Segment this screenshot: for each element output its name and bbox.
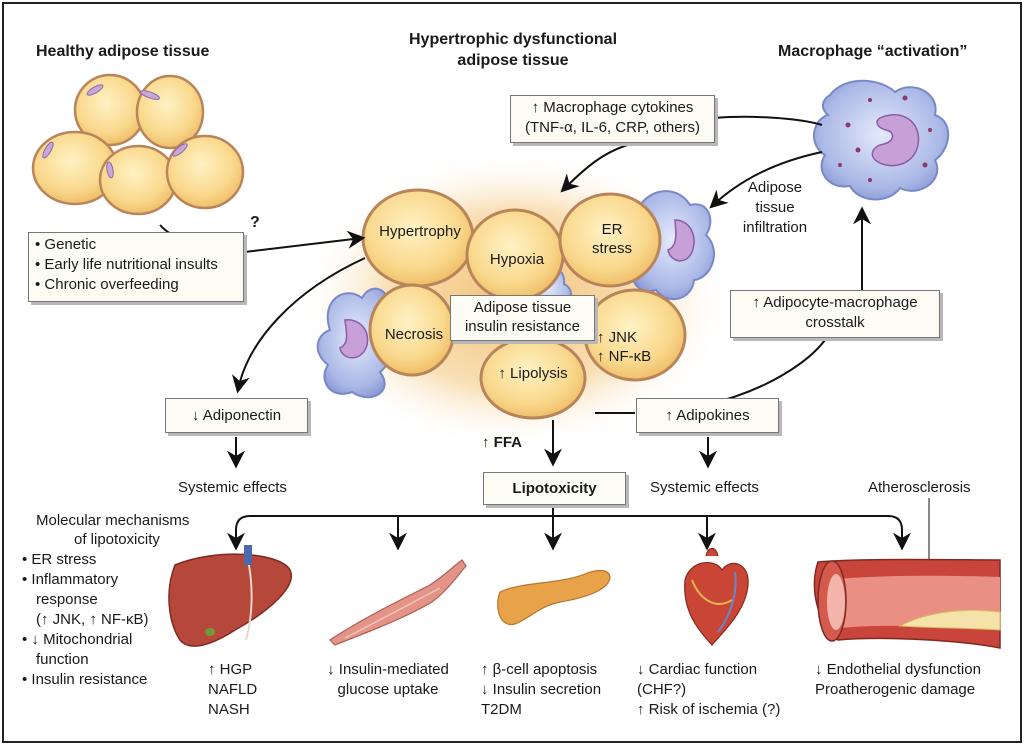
outcome-vessel: ↓ Endothelial dysfunction Proatherogenic… [815,661,981,698]
pancreas-illustration [497,569,611,626]
insulin-resistance-box: Adipose tissue insulin resistance [450,295,595,341]
systemic-effects-left: Systemic effects [178,479,287,496]
question-mark: ? [250,214,260,231]
mechanism-item: • Inflammatory [22,571,119,588]
outcome-muscle: ↓ Insulin-mediated glucose uptake [327,661,449,698]
lipotoxicity-box: Lipotoxicity [483,472,626,505]
mechanism-item: response [36,591,98,608]
cytokines-to-cells-arrow [560,142,636,193]
cell-label-lipolysis: ↑ Lipolysis [498,365,568,382]
cytokines-box: ↑ Macrophage cytokines (TNF-α, IL-6, CRP… [510,95,715,143]
infiltration-arrow [709,151,823,209]
outcome-pancreas: ↑ β-cell apoptosis ↓ Insulin secretion T… [481,661,602,718]
muscle-illustration [329,559,467,646]
header-hypertrophic: Hypertrophic dysfunctional adipose tissu… [408,31,618,69]
cell-label-hypertrophy: Hypertrophy [379,223,461,240]
cell-label-er-stress: ER stress [591,221,632,257]
mechanism-item: function [36,651,89,668]
causes-box: • Genetic • Early life nutritional insul… [28,232,244,302]
adiponectin-box: ↓ Adiponectin [165,398,308,433]
lipotoxicity-branch-line [235,515,903,545]
vessel-illustration [813,558,1001,649]
outcome-heart: ↓ Cardiac function (CHF?) ↑ Risk of isch… [637,661,781,718]
header-healthy: Healthy adipose tissue [36,43,210,60]
to-adiponectin-arrow [232,257,366,394]
cell-label-jnk: ↑ JNK ↑ NF-κB [597,329,652,365]
activated-macrophage [813,79,950,201]
causes-to-hypertrophy-arrow [244,230,366,253]
crosstalk-box: ↑ Adipocyte-macrophage crosstalk [730,290,940,338]
heart-illustration [684,547,749,646]
atherosclerosis-label: Atherosclerosis [868,479,971,496]
ffa-label: ↑ FFA [482,434,523,451]
crosstalk-from-adipokines-line [704,339,826,406]
infiltration-label: Adipose tissue infiltration [742,179,808,236]
adipokines-box: ↑ Adipokines [636,398,779,433]
mechanisms-title: Molecular mechanisms of lipotoxicity [36,512,190,548]
healthy-adipocyte-cluster [31,73,245,216]
mechanisms-list: • ER stress • Inflammatory response (↑ J… [22,550,149,690]
cell-label-necrosis: Necrosis [384,326,444,343]
cell-label-hypoxia: Hypoxia [489,251,545,268]
header-macrophage: Macrophage “activation” [778,43,968,60]
liver-illustration [168,545,293,647]
outcome-liver: ↑ HGP NAFLD NASH [208,661,258,718]
mechanism-item: • ↓ Mitochondrial [22,631,133,648]
macrophage-to-cytokines-line [714,115,823,126]
systemic-effects-right: Systemic effects [650,479,759,496]
mechanism-item: • Insulin resistance [22,671,148,688]
hypertrophic-adipocytes [361,188,687,420]
mechanism-item: • ER stress [22,551,97,568]
mechanism-item: (↑ JNK, ↑ NF-κB) [36,611,149,628]
